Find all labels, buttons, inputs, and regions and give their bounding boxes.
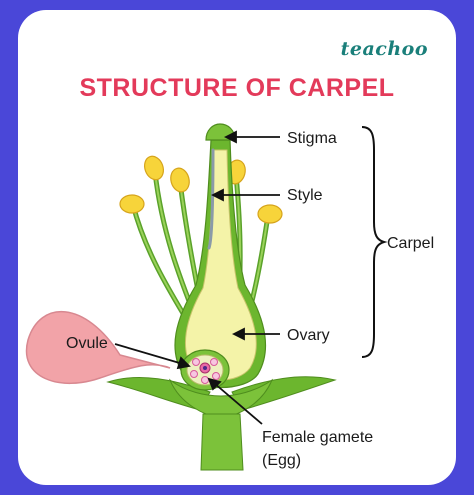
sepal-right — [231, 376, 337, 411]
pedicel — [200, 413, 244, 471]
leader-lines — [114, 130, 280, 425]
label-egg: (Egg) — [262, 452, 301, 469]
label-carpel: Carpel — [387, 235, 434, 252]
ovule-cells — [190, 358, 220, 384]
label-ovary: Ovary — [287, 327, 330, 344]
diagram-title: STRUCTURE OF CARPEL — [79, 74, 395, 102]
label-female-gamete: Female gamete — [262, 429, 373, 446]
label-style: Style — [287, 187, 323, 204]
brand-logo: teachoo — [340, 38, 428, 60]
sepal-left — [106, 377, 211, 411]
receptacle — [168, 378, 274, 419]
label-stigma: Stigma — [287, 130, 337, 147]
pollen-tube — [207, 148, 215, 250]
ovary-inner — [185, 149, 257, 381]
egg-nucleus — [203, 366, 207, 370]
label-ovule: Ovule — [66, 335, 108, 352]
anthers — [119, 155, 283, 224]
petal — [25, 310, 171, 385]
carpel-brace — [361, 126, 388, 358]
